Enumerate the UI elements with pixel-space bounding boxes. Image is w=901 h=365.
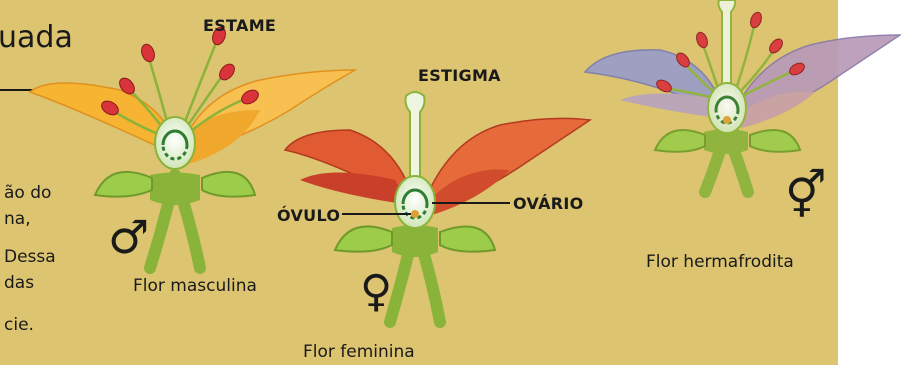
male-symbol-icon: ♂ xyxy=(108,214,149,260)
label-ovario: OVÁRIO xyxy=(513,194,584,213)
label-ovulo: ÓVULO xyxy=(277,206,340,225)
label-estigma: ESTIGMA xyxy=(418,66,501,85)
body-text-line-3: Dessa xyxy=(4,244,56,270)
body-text-line-5: cie. xyxy=(4,312,34,338)
hermaphrodite-flower xyxy=(585,0,900,192)
caption-feminina: Flor feminina xyxy=(303,342,415,362)
heading-fragment: uada xyxy=(0,20,73,55)
body-text-line-4: das xyxy=(4,270,34,296)
label-estame: ESTAME xyxy=(203,16,276,35)
caption-masculina: Flor masculina xyxy=(133,276,257,296)
female-symbol-icon: ♀ xyxy=(360,270,392,314)
body-text-line-2: na, xyxy=(4,206,31,232)
hermaphrodite-symbol-icon: ⚥ xyxy=(785,172,827,218)
body-text-line-1: ão do xyxy=(4,180,51,206)
caption-hermafrodita: Flor hermafrodita xyxy=(646,252,794,272)
